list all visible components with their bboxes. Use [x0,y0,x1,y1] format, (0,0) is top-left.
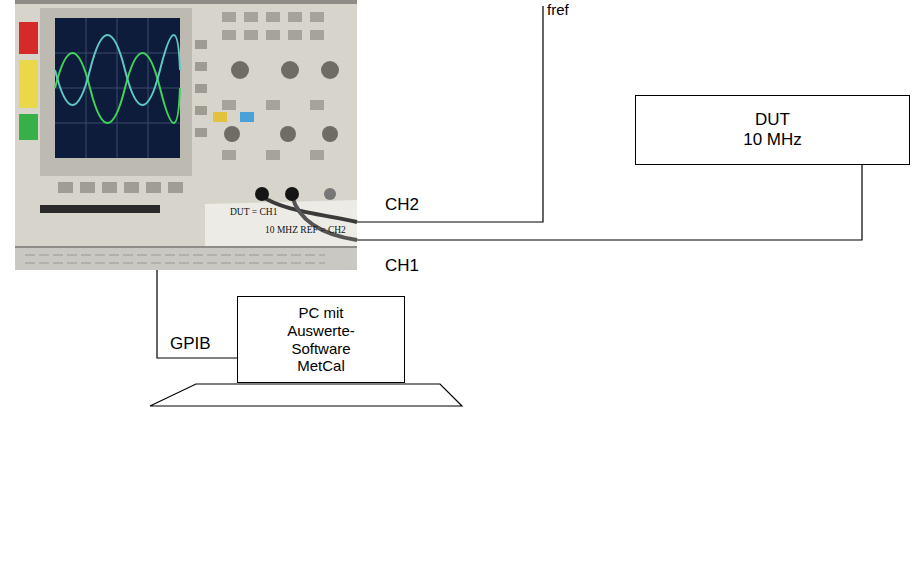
knob [321,61,339,79]
button [310,100,324,110]
screen-bezel [40,8,192,176]
photo-label-text: DUT = CH1 [230,207,277,217]
button [266,30,280,40]
box-text: PC mit Auswerte-Software MetCal [281,304,361,375]
button [288,30,302,40]
signal-line [157,270,237,358]
button [310,150,324,160]
button [195,40,207,49]
side-sticker-yellow [19,60,38,108]
photo-label-text: 10 MHZ REF = CH2 [265,225,346,235]
laptop-base [150,384,462,406]
scope-screen [55,18,180,158]
side-sticker-red [19,22,38,54]
bnc-connector [255,187,269,201]
knob [322,126,338,142]
bnc-connector [285,187,299,201]
softkey [146,182,161,193]
knobs [224,61,339,142]
keyboard [15,248,357,270]
softkey [124,182,139,193]
knob [281,61,299,79]
bnc-connector [324,188,336,200]
button [266,100,280,110]
softkey [80,182,95,193]
oscilloscope: DUT = CH1 10 MHZ REF = CH2 [15,0,357,270]
pc-box: PC mit Auswerte-Software MetCal [237,296,405,383]
softkey [102,182,117,193]
softkey [58,182,73,193]
button [266,150,280,160]
softkeys [58,182,183,193]
photo-background [15,0,357,270]
channel-label: CH2 [385,195,419,215]
box-text: DUT [755,110,790,130]
button [244,30,258,40]
button [222,100,236,110]
disk-slot [40,205,160,213]
softkey [168,182,183,193]
button [195,62,207,71]
box-text: 10 MHz [743,130,802,150]
knob [280,126,296,142]
ch1-button [213,112,227,122]
button [244,12,258,22]
button [288,12,302,22]
scope-body [15,4,357,246]
trace-ch2 [55,35,180,105]
screen-grid [55,18,180,158]
channel-label: CH1 [385,256,419,276]
signal-line [357,165,862,240]
keyboard-keys [25,255,325,263]
ch2-button [240,112,254,122]
button [195,84,207,93]
ch2-reference-line [357,6,543,222]
side-sticker-green [19,114,38,140]
button [195,106,207,115]
button [266,12,280,22]
reference-frequency-label: fref [547,1,569,18]
button [222,30,236,40]
knob [231,61,249,79]
side-buttons [195,40,207,137]
dut-box: DUT10 MHz [635,95,910,165]
button [222,12,236,22]
bus-label: GPIB [170,334,211,354]
button [310,12,324,22]
button [310,30,324,40]
knob [224,126,240,142]
button [195,128,207,137]
button [222,150,236,160]
oscilloscope-photo [15,0,357,270]
control-buttons [222,12,324,160]
